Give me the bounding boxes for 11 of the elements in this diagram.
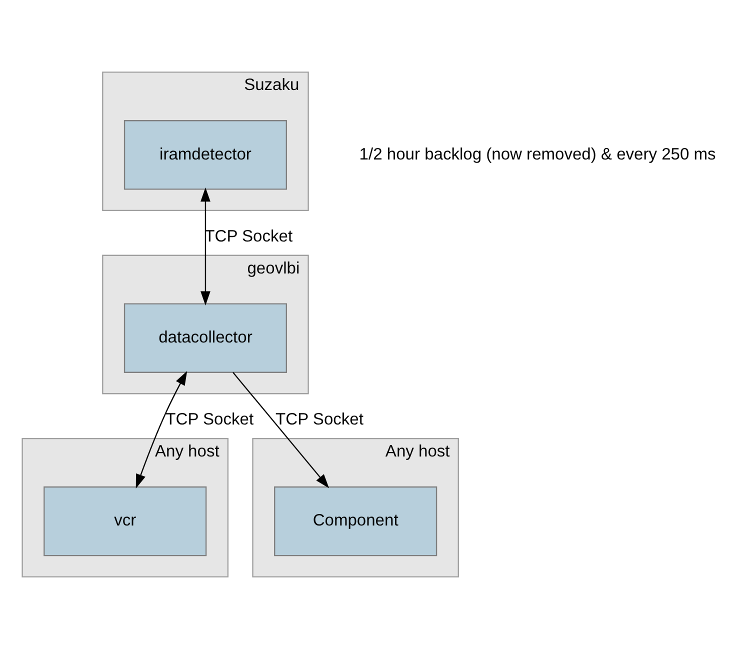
node-box: iramdetector	[124, 120, 288, 190]
label: 1/2 hour backlog (now removed) & every 250 ms	[359, 144, 716, 164]
edge-label: TCP Socket	[276, 410, 364, 429]
arrow	[232, 372, 330, 488]
node-box: vcr	[44, 486, 207, 556]
node-box: datacollector	[124, 303, 288, 373]
node-box: Component	[274, 486, 438, 556]
edge-label: TCP Socket	[204, 226, 293, 246]
arrow	[200, 187, 210, 306]
arrow	[136, 370, 188, 488]
edge-label: TCP Socket	[166, 410, 254, 429]
